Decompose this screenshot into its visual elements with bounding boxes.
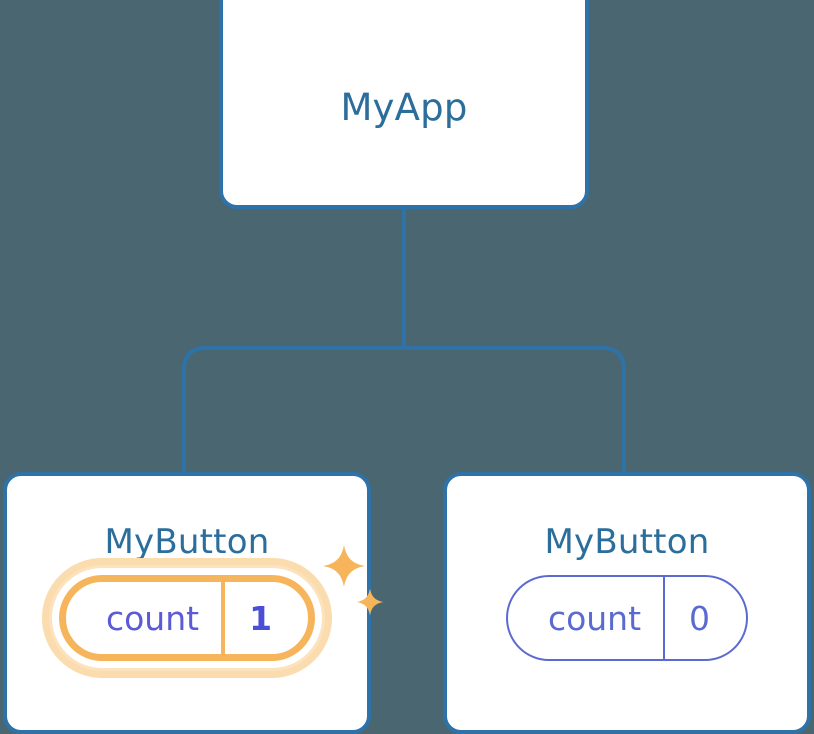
prop-pill-right[interactable]: count 0 [505,575,749,661]
node-card-mybutton-left[interactable]: MyButton count 1 [3,472,384,734]
prop-pill-wrap-left: count 1 [7,545,384,678]
node-title-mybutton-left: MyButton [104,522,270,562]
prop-value-left: 1 [221,582,308,654]
prop-value-right: 0 [663,577,746,659]
prop-pill-holder-left: count 1 [41,545,384,678]
prop-key-left: count [105,598,200,638]
sparkle-icon-small [356,588,384,616]
node-title-myapp: MyApp [340,86,468,129]
prop-key-right: count [547,598,642,638]
prop-pill-left[interactable]: count 1 [58,575,316,661]
node-card-mybutton-right[interactable]: MyButton count 0 [443,472,811,734]
node-title-mybutton-right: MyButton [544,522,710,562]
connector-branch-bus [182,346,626,474]
prop-pill-wrap-right: count 0 [447,575,807,661]
prop-pill-holder-right: count 0 [505,575,749,661]
node-card-myapp[interactable]: MyApp [219,0,589,209]
